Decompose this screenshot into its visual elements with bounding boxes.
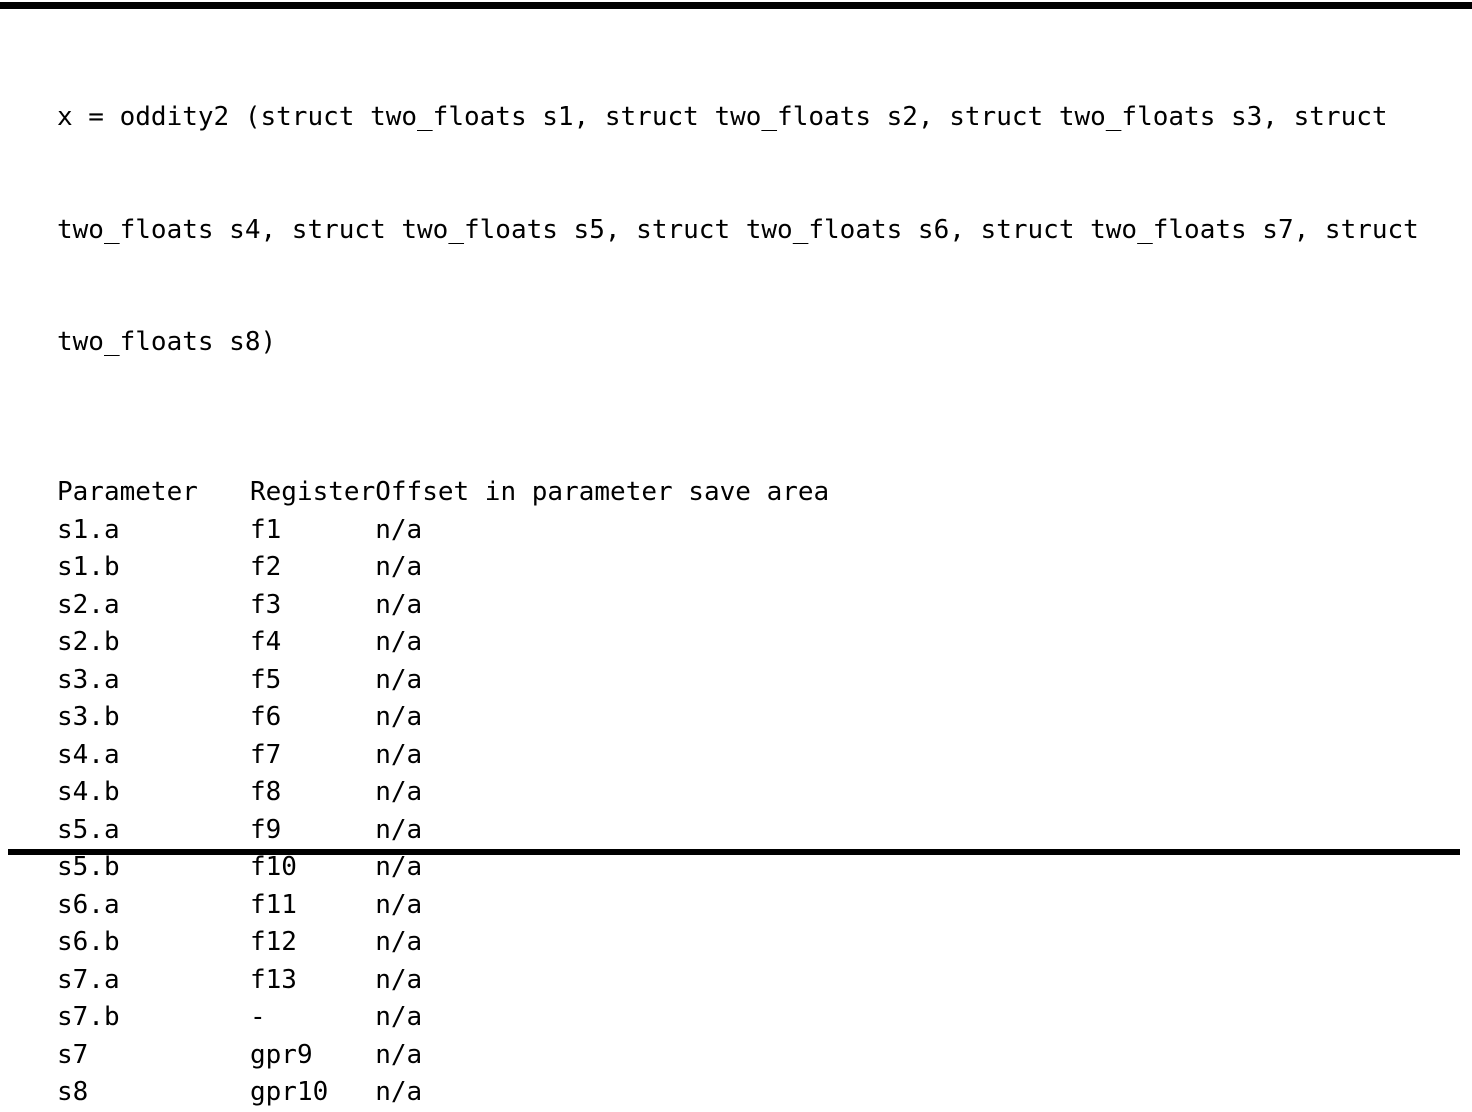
table-row: s4.a f7 n/a (57, 737, 835, 775)
table-row: s6.a f11 n/a (57, 887, 835, 925)
table-row: s3.a f5 n/a (57, 662, 835, 700)
cell-register: f13 (250, 964, 297, 995)
signature-line: x = oddity2 (struct two_floats s1, struc… (57, 102, 1388, 132)
table-row: s7.b - n/a (57, 999, 835, 1037)
table-row: s4.b f8 n/a (57, 774, 835, 812)
table-row: s5.a f9 n/a (57, 812, 835, 850)
cell-register: f2 (250, 552, 282, 582)
cell-register: f7 (250, 739, 282, 770)
blank-line-separator (57, 437, 1457, 475)
cell-offset: n/a (375, 1039, 423, 1070)
cell-register: f11 (250, 889, 297, 920)
cell-register: f8 (250, 777, 282, 807)
table-row: s7 gpr9 n/a (57, 1037, 835, 1075)
table-row: s8 gpr10 n/a (57, 1074, 835, 1112)
cell-register: f9 (250, 814, 282, 845)
cell-offset: n/a (375, 514, 423, 545)
table-row: s1.a f1 n/a (57, 512, 835, 550)
cell-parameter: s2.b (57, 627, 120, 657)
cell-register: f4 (250, 627, 282, 657)
cell-offset: n/a (375, 627, 423, 657)
cell-register: gpr9 (250, 1039, 313, 1070)
table-row: s2.a f3 n/a (57, 587, 835, 625)
cell-parameter: s5.a (57, 814, 120, 845)
cell-register: gpr10 (250, 1077, 329, 1107)
cell-parameter: s7.b (57, 1002, 120, 1032)
cell-offset: n/a (375, 814, 423, 845)
cell-parameter: s1.a (57, 514, 120, 545)
cell-register: f6 (250, 702, 282, 732)
signature-line: two_floats s4, struct two_floats s5, str… (57, 214, 1419, 245)
column-header-register: Register (250, 477, 376, 507)
cell-offset: n/a (375, 777, 423, 807)
cell-offset: n/a (375, 927, 423, 957)
table-header-row: Parameter Register Offset in parameter s… (57, 474, 835, 512)
signature-line: two_floats s8) (57, 327, 277, 357)
cell-register: f3 (250, 589, 282, 620)
cell-register: - (250, 1002, 266, 1032)
bottom-horizontal-rule (8, 849, 1460, 855)
cell-parameter: s4.a (57, 739, 120, 770)
cell-register: f1 (250, 514, 282, 545)
cell-parameter: s2.a (57, 589, 120, 620)
cell-parameter: s3.a (57, 664, 120, 695)
column-header-parameter: Parameter (57, 477, 198, 507)
cell-parameter: s3.b (57, 702, 120, 732)
figure-content: x = oddity2 (struct two_floats s1, struc… (57, 24, 1457, 1112)
cell-parameter: s8 (57, 1077, 89, 1107)
table-row: s1.b f2 n/a (57, 549, 835, 587)
cell-parameter: s7 (57, 1039, 89, 1070)
cell-register: f5 (250, 664, 282, 695)
cell-offset: n/a (375, 1002, 423, 1032)
table-header: Parameter Register Offset in parameter s… (57, 474, 835, 512)
table-row: s6.b f12 n/a (57, 924, 835, 962)
cell-parameter: s4.b (57, 777, 120, 807)
cell-offset: n/a (375, 552, 423, 582)
cell-offset: n/a (375, 889, 423, 920)
cell-parameter: s6.b (57, 927, 120, 957)
top-horizontal-rule (0, 2, 1472, 9)
cell-offset: n/a (375, 1077, 423, 1107)
table-row: s3.b f6 n/a (57, 699, 835, 737)
cell-offset: n/a (375, 702, 423, 732)
cell-register: f12 (250, 927, 297, 957)
parameter-register-table: Parameter Register Offset in parameter s… (57, 474, 835, 1112)
function-signature-block: x = oddity2 (struct two_floats s1, struc… (57, 24, 1457, 437)
table-row: s7.a f13 n/a (57, 962, 835, 1000)
cell-parameter: s1.b (57, 552, 120, 582)
cell-parameter: s6.a (57, 889, 120, 920)
cell-offset: n/a (375, 964, 423, 995)
cell-offset: n/a (375, 739, 423, 770)
table-row: s2.b f4 n/a (57, 624, 835, 662)
cell-parameter: s7.a (57, 964, 120, 995)
column-header-offset: Offset in parameter save area (375, 477, 830, 507)
cell-offset: n/a (375, 664, 423, 695)
cell-offset: n/a (375, 589, 423, 620)
